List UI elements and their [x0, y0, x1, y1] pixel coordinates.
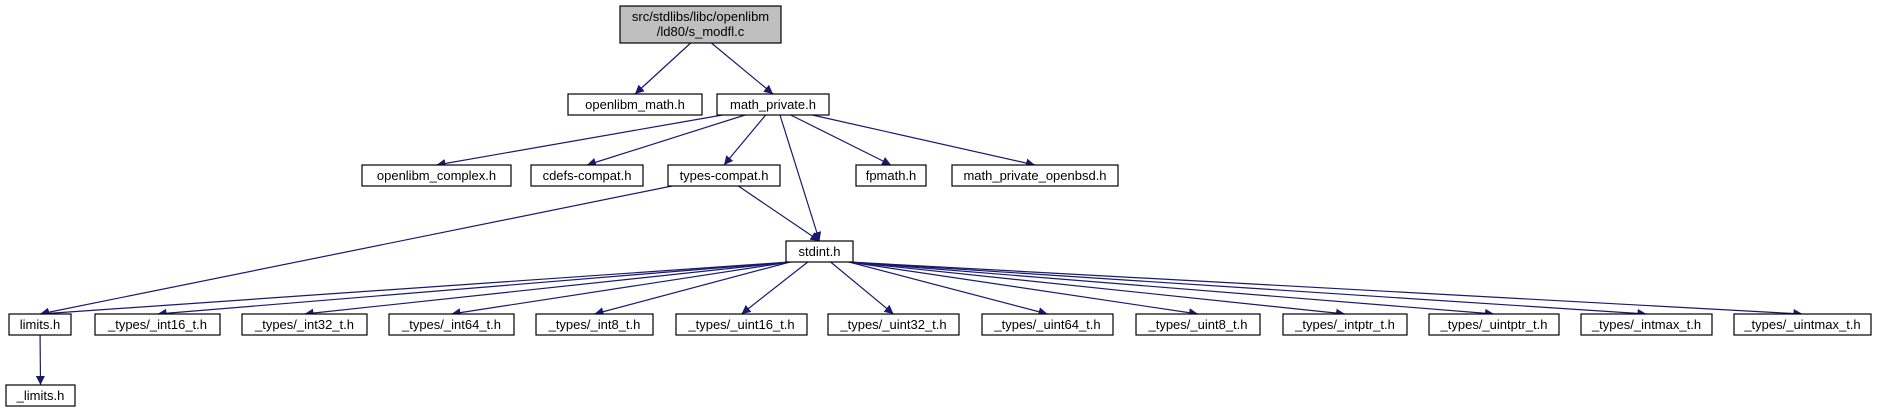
edge-stdint-to-uint64 — [848, 261, 1048, 317]
node-label: cdefs-compat.h — [543, 168, 632, 183]
node-label: _types/_uintmax_t.h — [1743, 317, 1860, 332]
node-label: limits.h — [20, 317, 60, 332]
edge-stdint-to-int32 — [304, 261, 791, 318]
node-label: types-compat.h — [680, 168, 769, 183]
edge — [830, 261, 894, 315]
node-root-line-2: /ld80/s_modfl.c — [657, 24, 745, 39]
node-openlibm-complex[interactable]: openlibm_complex.h — [361, 164, 512, 187]
edge-stdint-to-uint16 — [741, 261, 809, 315]
node-types-uint64[interactable]: _types/_uint64_t.h — [981, 313, 1114, 336]
node-label: math_private.h — [730, 97, 816, 112]
edge-stdint-to-intmax — [848, 261, 1647, 318]
edge — [436, 114, 723, 168]
edge-math_private-to-cdefs_compat — [586, 114, 746, 167]
edge-stdint-to-intptr — [848, 261, 1346, 318]
edge — [586, 114, 746, 167]
edge — [39, 185, 673, 317]
edge — [848, 261, 1048, 317]
edge — [304, 261, 791, 318]
edge-stdint-to-int64 — [451, 261, 791, 318]
edge-stdint-to-uintmax — [848, 261, 1803, 319]
edge — [723, 114, 767, 166]
node-label: fpmath.h — [866, 168, 917, 183]
edge-stdint-to-uintptr — [848, 261, 1495, 318]
node-label: _types/_uint64_t.h — [993, 317, 1100, 332]
edge-stdint-to-uint32 — [830, 261, 894, 315]
node-root-box — [619, 5, 782, 44]
node-label: _types/_intmax_t.h — [1591, 317, 1701, 332]
edge — [157, 261, 791, 318]
edge-math_private-to-openlibm_complex — [436, 114, 723, 168]
node-types-int8[interactable]: _types/_int8_t.h — [535, 313, 654, 336]
edge-root-to-openlibm_math — [634, 42, 692, 95]
node-math-private-openbsd[interactable]: math_private_openbsd.h — [951, 164, 1119, 187]
node-types-compat[interactable]: types-compat.h — [667, 164, 781, 187]
node-openlibm-math[interactable]: openlibm_math.h — [567, 93, 703, 116]
edge — [737, 185, 820, 242]
edge-root-to-math_private — [710, 42, 774, 95]
node-types-uintptr[interactable]: _types/_uintptr_t.h — [1428, 313, 1560, 336]
node-label: _types/_int8_t.h — [548, 317, 641, 332]
node-math-private[interactable]: math_private.h — [716, 93, 830, 116]
node-label: _types/_int16_t.h — [107, 317, 207, 332]
edge-stdint-to-int8 — [594, 261, 791, 317]
edge-math_private-to-math_private_openbsd — [812, 114, 1036, 168]
edge — [594, 261, 791, 317]
edge — [848, 261, 1495, 318]
node-types-int64[interactable]: _types/_int64_t.h — [388, 313, 515, 336]
edge-stdint-to-uint8 — [848, 261, 1199, 318]
edge-types_compat-to-limits — [39, 185, 673, 317]
node-underscore-limits[interactable]: _limits.h — [5, 384, 76, 407]
node-types-intptr[interactable]: _types/_intptr_t.h — [1282, 313, 1408, 336]
node-label: _types/_intptr_t.h — [1294, 317, 1395, 332]
node-label: _limits.h — [16, 388, 65, 403]
edges-layer — [35, 42, 1803, 386]
node-label: _types/_int32_t.h — [254, 317, 354, 332]
node-label: _types/_uintptr_t.h — [1440, 317, 1548, 332]
node-label: openlibm_complex.h — [377, 168, 496, 183]
node-fpmath[interactable]: fpmath.h — [855, 164, 927, 187]
node-types-int32[interactable]: _types/_int32_t.h — [241, 313, 368, 336]
node-types-uint8[interactable]: _types/_uint8_t.h — [1135, 313, 1261, 336]
edge — [812, 114, 1036, 168]
edge — [634, 42, 692, 95]
edge-stdint-to-limits — [39, 261, 791, 318]
node-types-intmax[interactable]: _types/_intmax_t.h — [1580, 313, 1713, 336]
edge — [741, 261, 809, 315]
node-types-int16[interactable]: _types/_int16_t.h — [94, 313, 221, 336]
edge-math_private-to-types_compat — [723, 114, 767, 166]
edge — [710, 42, 774, 95]
node-types-uintmax[interactable]: _types/_uintmax_t.h — [1733, 313, 1872, 336]
edge — [39, 261, 791, 318]
node-root-file[interactable]: src/stdlibs/libc/openlibm /ld80/s_modfl.… — [619, 5, 782, 44]
node-root-line-1: src/stdlibs/libc/openlibm — [632, 9, 769, 24]
node-limits[interactable]: limits.h — [8, 313, 72, 336]
edge — [848, 261, 1647, 318]
node-label: math_private_openbsd.h — [963, 168, 1106, 183]
node-label: stdint.h — [799, 244, 841, 259]
node-types-uint16[interactable]: _types/_uint16_t.h — [675, 313, 808, 336]
edge — [451, 261, 791, 318]
edge — [790, 114, 892, 166]
node-label: _types/_uint16_t.h — [687, 317, 794, 332]
edge — [848, 261, 1346, 318]
edge-types_compat-to-stdint — [737, 185, 820, 242]
node-label: _types/_uint8_t.h — [1147, 317, 1247, 332]
edge — [848, 261, 1199, 318]
node-label: _types/_int64_t.h — [401, 317, 501, 332]
edge-stdint-to-int16 — [157, 261, 791, 318]
node-label: openlibm_math.h — [585, 97, 685, 112]
edge-math_private-to-stdint — [779, 114, 822, 242]
edge — [779, 114, 822, 242]
node-cdefs-compat[interactable]: cdefs-compat.h — [530, 164, 644, 187]
edge — [848, 261, 1803, 319]
node-types-uint32[interactable]: _types/_uint32_t.h — [827, 313, 960, 336]
node-label: _types/_uint32_t.h — [839, 317, 946, 332]
node-stdint[interactable]: stdint.h — [785, 240, 854, 263]
edge-math_private-to-fpmath — [790, 114, 892, 166]
